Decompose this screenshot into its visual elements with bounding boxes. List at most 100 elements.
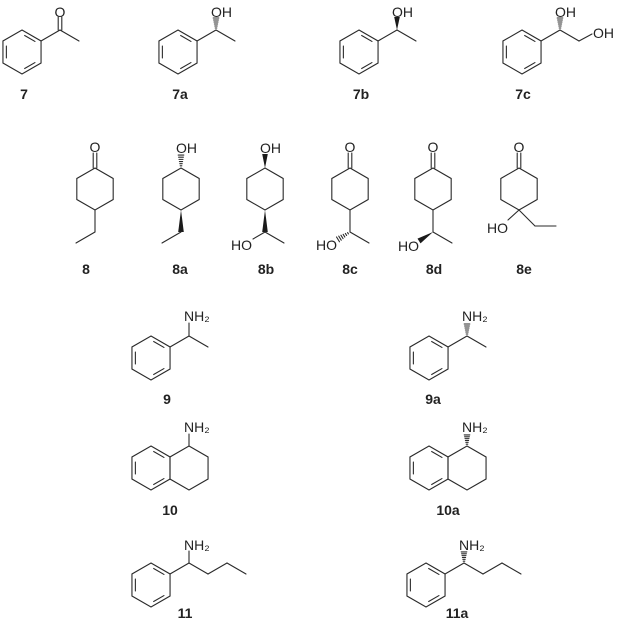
wedge-bond	[394, 17, 400, 30]
aromatic-ring	[131, 445, 171, 491]
benzene-ring	[502, 29, 542, 75]
aromatic-inner-bond	[180, 34, 192, 42]
hashed-bond-segment	[340, 234, 344, 240]
hashed-bond-segment	[344, 232, 348, 237]
bond	[377, 29, 398, 42]
compound-7a: OH 7a	[158, 4, 236, 102]
saturated-ring	[447, 445, 487, 491]
compound-label: 8a	[172, 261, 188, 277]
aromatic-inner-bond	[524, 34, 536, 42]
compound-8d: O HO 8d	[398, 139, 453, 277]
atom-label: OH	[260, 140, 281, 156]
benzene-ring	[158, 29, 198, 75]
bond	[161, 231, 182, 244]
compound-10: NH₂ 10	[131, 419, 210, 518]
bond	[482, 562, 503, 575]
atom-label: O	[428, 139, 439, 155]
compound-label: 7b	[353, 86, 369, 102]
ring	[246, 167, 284, 211]
aromatic-inner-bond	[153, 478, 165, 486]
compound-8b: OH HO 8b	[231, 140, 285, 277]
compound-label: 9a	[425, 391, 441, 407]
bond	[169, 562, 190, 575]
ring	[414, 167, 452, 211]
compound-label: 11	[178, 605, 193, 621]
compound-label: 7c	[515, 86, 531, 102]
hashed-bond-segment	[338, 235, 342, 241]
compound-8c: O HO 8c	[316, 139, 370, 277]
wedge-bond	[262, 154, 268, 168]
aromatic-inner-bond	[428, 567, 440, 575]
atom-label: HO	[398, 238, 419, 254]
compound-8: O8	[75, 139, 114, 277]
bond	[264, 231, 285, 244]
compound-label: 8d	[426, 261, 442, 277]
bond	[501, 562, 522, 575]
benzene-ring	[2, 29, 42, 75]
bond	[447, 335, 468, 348]
atom-label: O	[55, 4, 66, 20]
atom-label: O	[345, 139, 356, 155]
aromatic-inner-bond	[361, 34, 373, 42]
compound-7b: OH 7b	[339, 4, 417, 102]
compound-label: 8c	[342, 261, 358, 277]
aromatic-inner-bond	[431, 340, 443, 348]
wedge-bond	[262, 210, 268, 232]
hashed-bond-segment	[335, 236, 341, 243]
bond	[578, 33, 593, 42]
hashed-bond-segment	[347, 231, 349, 235]
compound-label: 7a	[172, 86, 188, 102]
bond	[349, 231, 370, 244]
atom-label: OH	[392, 4, 413, 20]
bond	[466, 335, 487, 348]
compound-label: 8b	[258, 261, 274, 277]
compound-label: 9	[163, 391, 171, 407]
atom-label: OH	[555, 4, 576, 20]
atom-label: HO	[231, 237, 252, 253]
bond	[188, 335, 209, 348]
bond	[188, 562, 209, 575]
compound-label: 8e	[516, 261, 532, 277]
bond	[226, 562, 247, 575]
atom-label: O	[514, 139, 525, 155]
ring	[331, 167, 369, 211]
compound-7: O7	[2, 4, 80, 102]
compound-label: 11a	[446, 605, 469, 621]
aromatic-inner-bond	[153, 340, 165, 348]
benzene-ring	[131, 562, 171, 608]
bond	[169, 335, 190, 348]
benzene-ring	[406, 562, 446, 608]
bond	[540, 29, 561, 42]
aromatic-inner-bond	[431, 368, 443, 376]
atom-label: O	[90, 139, 101, 155]
atom-label: OH	[593, 25, 614, 41]
saturated-ring	[169, 445, 209, 491]
aromatic-inner-bond	[153, 368, 165, 376]
aromatic-inner-bond	[361, 62, 373, 70]
aromatic-inner-bond	[180, 62, 192, 70]
bond	[252, 231, 266, 240]
wedge-bond	[417, 232, 433, 244]
atom-label: NH₂	[459, 537, 485, 553]
benzene-ring	[131, 335, 171, 381]
atom-label: OH	[176, 140, 197, 156]
compound-label: 10	[162, 502, 178, 518]
bond	[444, 562, 465, 575]
bond	[432, 231, 453, 244]
hashed-bond-segment	[342, 233, 346, 238]
bond	[196, 29, 217, 42]
aromatic-inner-bond	[153, 450, 165, 458]
bond	[463, 562, 484, 575]
aromatic-inner-bond	[24, 62, 36, 70]
compound-7c: OH OH 7c	[502, 4, 614, 102]
aromatic-inner-bond	[153, 567, 165, 575]
atom-label: OH	[211, 4, 232, 20]
wedge-bond	[178, 210, 184, 232]
ring	[76, 167, 114, 211]
atom-label: HO	[316, 237, 337, 253]
atom-label: NH₂	[184, 419, 210, 435]
